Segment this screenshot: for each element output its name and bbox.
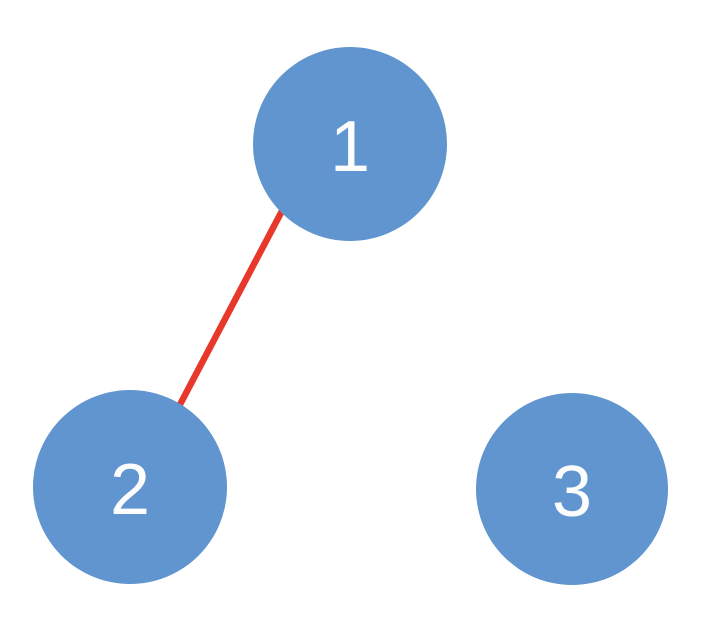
- graph-node-3[interactable]: 3: [476, 393, 668, 585]
- graph-node-1[interactable]: 1: [253, 47, 447, 241]
- edges-layer: [172, 188, 296, 416]
- node-circle-1[interactable]: [253, 47, 447, 241]
- graph-edge-1-2[interactable]: [172, 188, 296, 416]
- nodes-layer: 12 3: [33, 47, 668, 585]
- graph-node-2[interactable]: 2: [33, 390, 227, 584]
- node-circle-2[interactable]: [33, 390, 227, 584]
- node-circle-3[interactable]: [476, 393, 668, 585]
